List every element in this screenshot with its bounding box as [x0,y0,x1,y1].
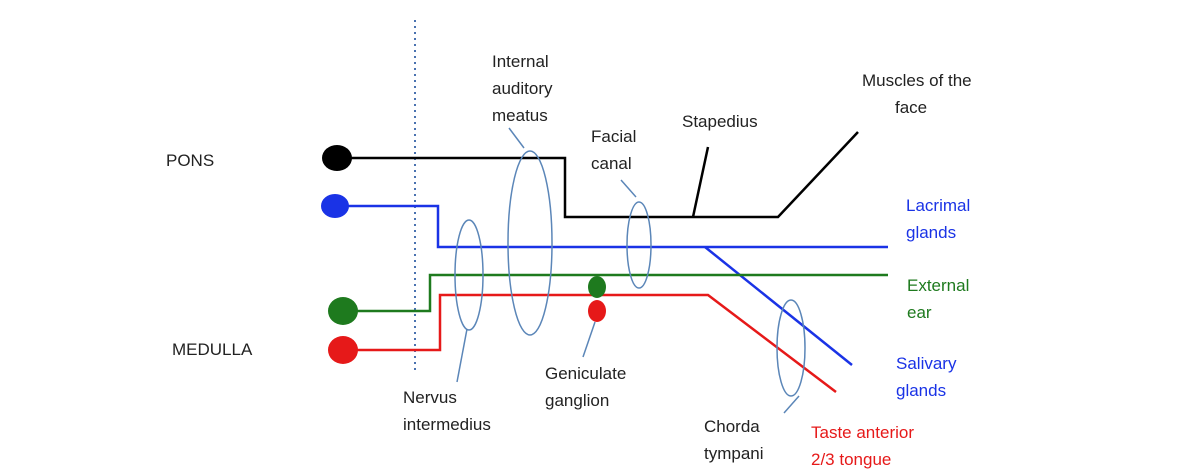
muscles-face-label: Muscles of the face [862,71,976,117]
nervus-intermedius-label: Nervus intermedius [403,388,491,434]
geniculate-ganglion-pointer [582,321,596,358]
stapedius-label: Stapedius [682,112,758,131]
chorda-tympani-pointer [783,395,800,414]
salivary-glands-label: Salivary glands [896,354,961,400]
salivary-branch [704,246,853,366]
facial-canal-label: Facial canal [591,127,641,173]
medulla-ear-nucleus [328,297,358,325]
geniculate-ganglion-green [588,276,606,298]
lacrimal-pathway [335,204,888,249]
external-ear-pathway [343,273,888,313]
taste-pathway [343,293,837,393]
geniculate-ganglion-red [588,300,606,322]
external-ear-label: External ear [907,276,974,322]
nervus-intermedius-pointer [456,328,468,383]
geniculate-ganglion-label: Geniculate ganglion [545,364,631,410]
pons-motor-nucleus [322,145,352,171]
chorda-tympani-ellipse [776,299,806,397]
lacrimal-glands-label: Lacrimal glands [906,196,975,242]
facial-canal-pointer [620,179,637,198]
internal-auditory-meatus-pointer [508,127,525,149]
pons-label: PONS [166,151,214,170]
nervus-intermedius-ellipse [454,219,484,331]
pons-lacrimal-nucleus [321,194,349,218]
facial-canal-ellipse [626,201,652,289]
motor-pathway [337,131,859,219]
internal-auditory-meatus-label: Internal auditory meatus [492,52,557,125]
medulla-taste-nucleus [328,336,358,364]
stapedius-branch [691,146,710,218]
internal-auditory-meatus-ellipse [507,150,553,336]
medulla-label: MEDULLA [172,340,253,359]
taste-label: Taste anterior 2/3 tongue [811,423,919,469]
chorda-tympani-label: Chorda tympani [704,417,765,463]
